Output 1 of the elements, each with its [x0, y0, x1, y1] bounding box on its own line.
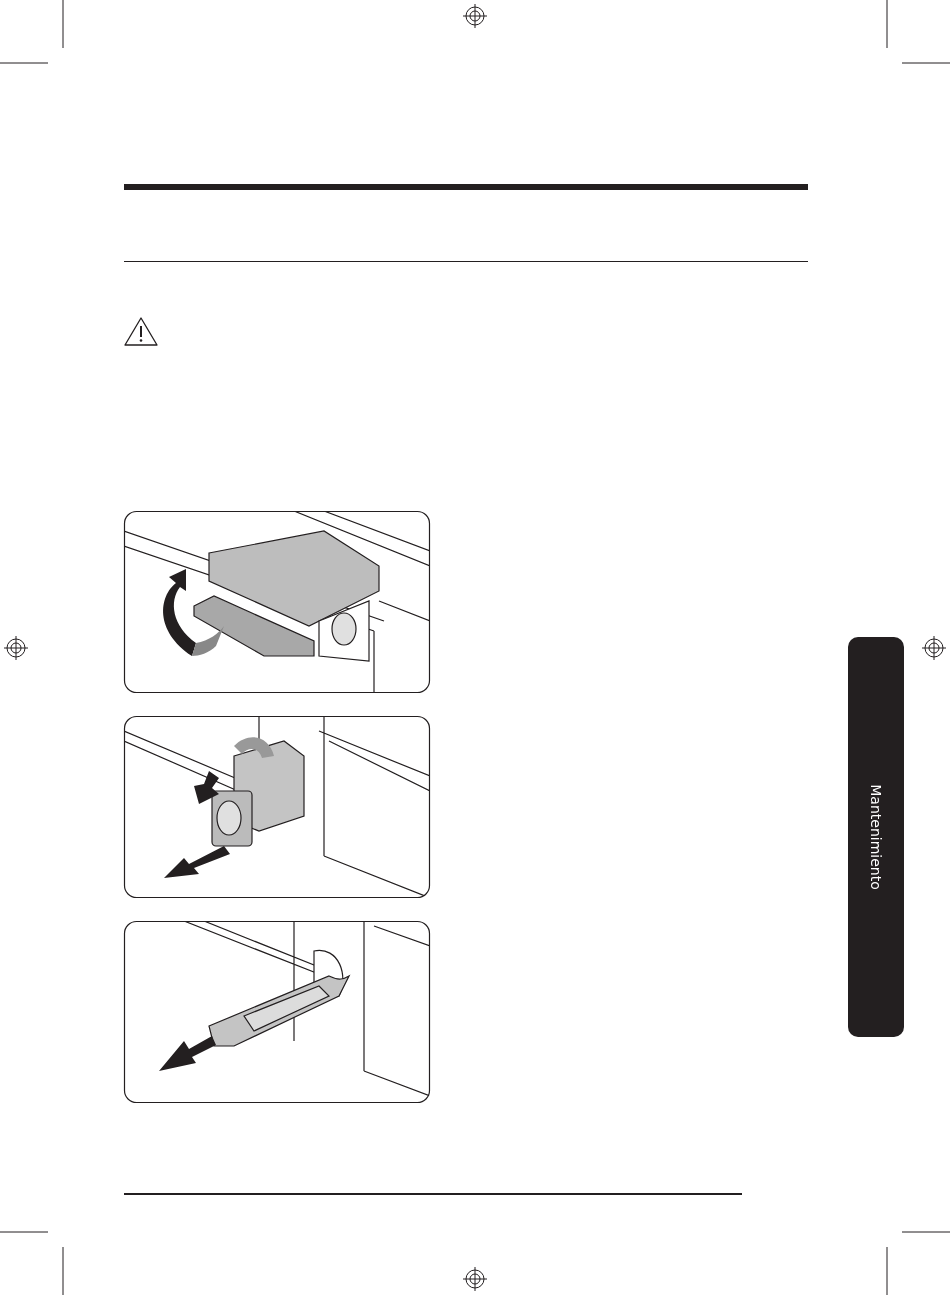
section-tab-label: Mantenimiento: [868, 784, 884, 890]
